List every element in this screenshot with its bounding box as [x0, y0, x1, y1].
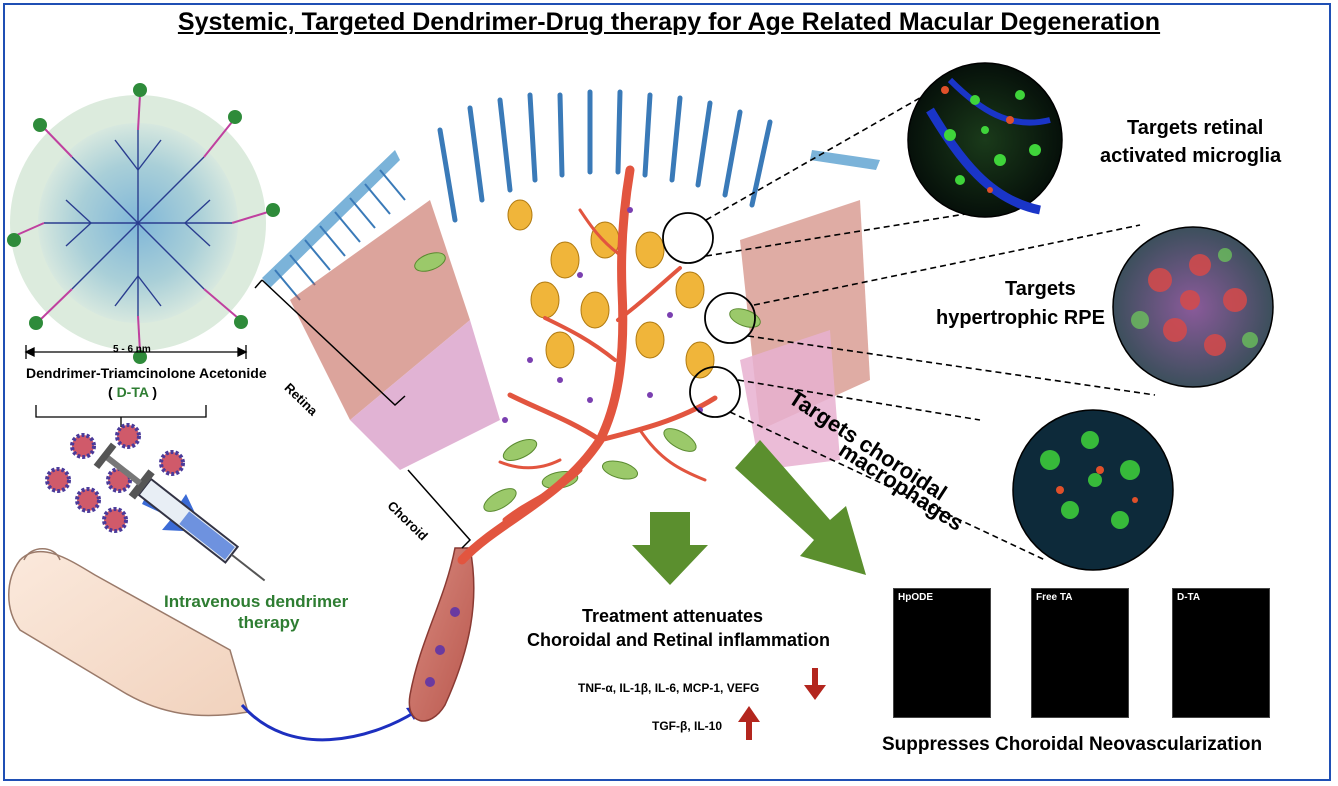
arm-illustration — [8, 548, 249, 717]
green-arrow-down — [632, 512, 708, 585]
treatment-line1: Treatment attenuates — [582, 606, 764, 626]
dendrimer-abbr: D-TA — [116, 384, 149, 400]
circulation-arrow — [240, 704, 416, 742]
rpe-micrograph — [1112, 226, 1274, 388]
target-callouts — [662, 94, 1156, 561]
iv-therapy-line2: therapy — [238, 613, 300, 632]
dendrimer-size-label: 5 - 6 nm — [113, 344, 151, 355]
dendrimer-particles — [45, 423, 185, 533]
size-bracket — [24, 345, 248, 427]
dendrimer-name: Dendrimer-Triamcinolone Acetonide — [26, 365, 267, 381]
macrophage-micrograph — [1012, 409, 1174, 571]
vein — [408, 547, 475, 722]
upregulation-arrow — [738, 706, 760, 740]
cnv-panel-label: Free TA — [1036, 592, 1073, 603]
cnv-panel-label: D-TA — [1177, 592, 1201, 603]
target-microglia-line2: activated microglia — [1100, 145, 1282, 167]
microglia-micrograph — [907, 62, 1063, 218]
syringe — [93, 442, 266, 582]
treatment-line2: Choroidal and Retinal inflammation — [527, 630, 831, 650]
figure-title: Systemic, Targeted Dendrimer-Drug therap… — [177, 8, 1161, 36]
iv-therapy-line1: Intravenous dendrimer — [164, 592, 349, 611]
green-arrow-diagonal — [735, 440, 866, 575]
downregulation-arrow — [804, 668, 826, 700]
dendrimer-abbr-line: ( D-TA ) — [108, 384, 157, 400]
cnv-caption: Suppresses Choroidal Neovascularization — [882, 734, 1263, 755]
target-microglia-line1: Targets retinal — [1127, 117, 1264, 139]
retina-illustration — [254, 89, 880, 565]
cnv-panel-free-ta: Free TA — [1031, 588, 1129, 718]
upregulated-markers: TGF-β, IL-10 — [652, 719, 722, 733]
downregulated-markers: TNF-α, IL-1β, IL-6, MCP-1, VEFG — [578, 681, 760, 695]
abbr-open: ( — [108, 384, 117, 400]
cnv-panel-hpode: HpODE — [893, 588, 991, 718]
cnv-panel-label: HpODE — [898, 592, 933, 603]
dendrimer-illustration — [7, 83, 280, 364]
cnv-panel-d-ta: D-TA — [1172, 588, 1270, 718]
target-rpe-line2: hypertrophic RPE — [936, 307, 1105, 329]
target-rpe-line1: Targets — [1005, 278, 1076, 300]
abbr-close: ) — [148, 384, 158, 400]
